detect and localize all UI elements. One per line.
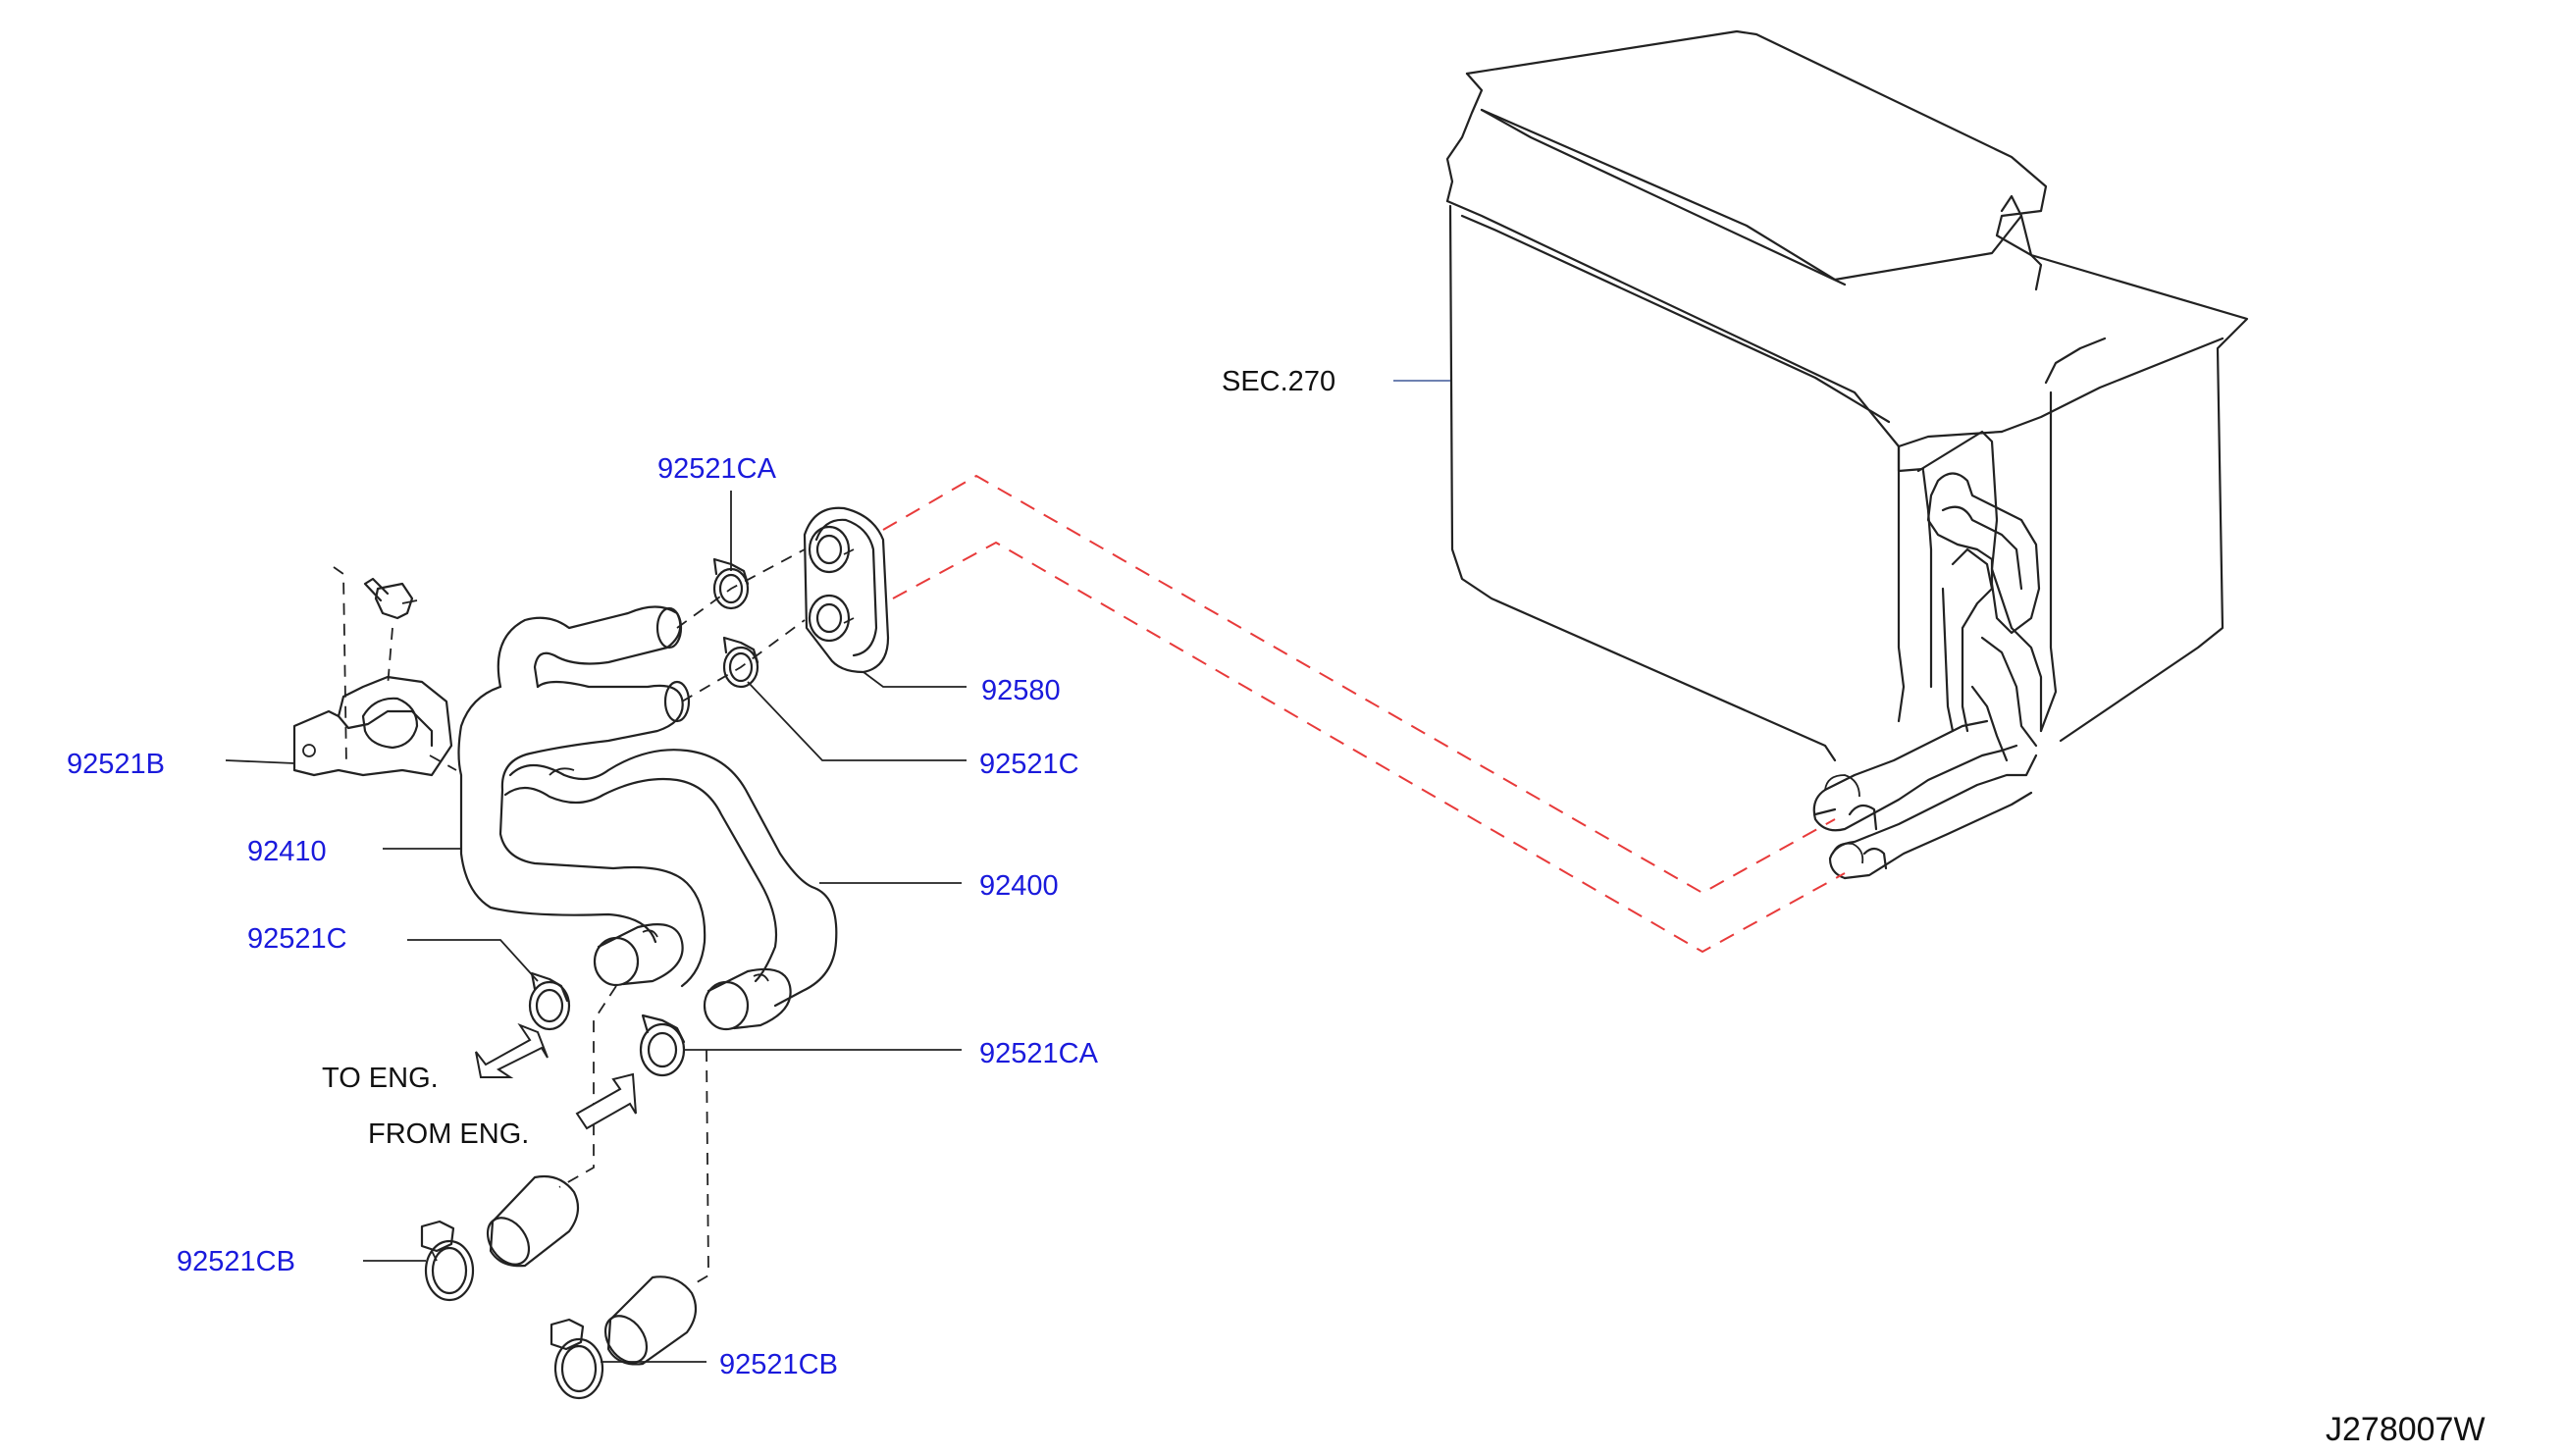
- callout-92521ca-lower[interactable]: 92521CA: [979, 1038, 1099, 1069]
- to-engine-arrow: [475, 1022, 549, 1078]
- from-engine-arrow: [575, 1072, 637, 1130]
- section-ref-label: SEC.270: [1222, 366, 1335, 397]
- clamp-92521c-lower: [528, 971, 571, 1031]
- assembly-dash-lines: [558, 548, 806, 1286]
- to-engine-label: TO ENG.: [322, 1063, 439, 1094]
- callout-92521b[interactable]: 92521B: [67, 749, 165, 780]
- callout-92521ca-top[interactable]: 92521CA: [657, 453, 777, 485]
- callout-labels: SEC.270 92521CA 92580 92521C 92521B 9241…: [67, 366, 2486, 1448]
- callout-92410[interactable]: 92410: [247, 836, 327, 867]
- sleeve-bottom: [603, 1275, 698, 1366]
- figure-code: J278007W: [2326, 1411, 2486, 1448]
- callout-leaders: [225, 380, 1450, 1363]
- clamp-92521cb-left: [420, 1220, 475, 1302]
- bolt-leader-dash: [333, 566, 347, 766]
- callout-92521c-lower[interactable]: 92521C: [247, 923, 347, 955]
- bolt-bracket-dash: [387, 627, 393, 688]
- heater-hoses: [457, 605, 838, 1031]
- callout-92521c-upper[interactable]: 92521C: [979, 749, 1079, 780]
- clamp-92521c-upper: [722, 636, 759, 689]
- sleeve-left: [486, 1174, 580, 1268]
- grommet-part: [803, 506, 890, 674]
- callout-92521cb-bottom[interactable]: 92521CB: [719, 1349, 838, 1380]
- from-engine-label: FROM ENG.: [368, 1118, 529, 1150]
- heater-unit-assembly: [1445, 29, 2249, 880]
- callout-92580[interactable]: 92580: [981, 675, 1061, 706]
- bolt-part: [363, 577, 418, 620]
- callout-92521cb-left[interactable]: 92521CB: [177, 1246, 295, 1277]
- hose-route-reference-lines: [882, 474, 1846, 954]
- callout-92400[interactable]: 92400: [979, 870, 1059, 902]
- bracket-dash: [429, 754, 457, 771]
- clamp-92521ca-lower: [639, 1014, 686, 1077]
- hose-bracket: [292, 675, 453, 777]
- clamp-92521cb-bottom: [549, 1318, 604, 1400]
